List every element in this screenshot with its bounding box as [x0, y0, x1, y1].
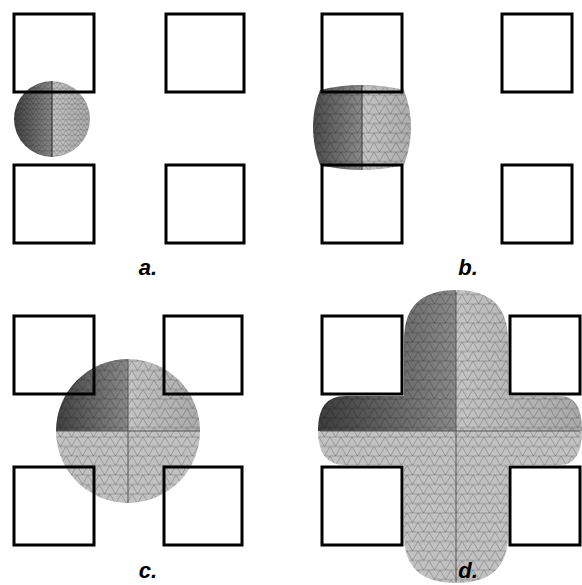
panel-c — [14, 316, 242, 545]
panel-label: c. — [139, 560, 157, 582]
panel-label: d. — [458, 560, 478, 582]
panel-a — [10, 14, 244, 243]
panel-label: b. — [458, 257, 478, 279]
panel-b — [300, 14, 572, 243]
panel-label: a. — [139, 257, 157, 279]
panel-d — [315, 285, 582, 585]
